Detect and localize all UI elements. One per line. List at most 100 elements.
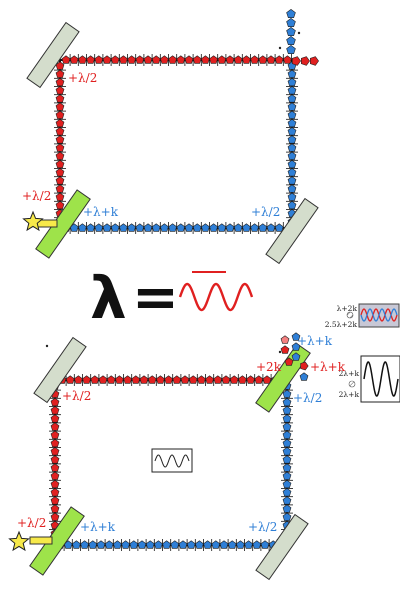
blue-photon-icon — [287, 45, 296, 53]
red-photon-icon — [193, 56, 201, 64]
blue-photon-icon — [130, 541, 138, 549]
red-wave-icon — [180, 284, 252, 310]
red-photon-icon — [283, 56, 291, 64]
red-photon-icon — [185, 56, 193, 64]
blue-photon-icon — [234, 224, 242, 232]
blue-photon-icon — [228, 541, 236, 549]
blue-photon-icon — [283, 513, 291, 521]
blue-photon-icon — [138, 541, 146, 549]
blue-photon-icon — [242, 224, 250, 232]
red-photon-icon — [56, 201, 64, 209]
red-photon-icon — [230, 376, 238, 384]
lower-detector-spiral-icon — [349, 381, 355, 387]
blue-photon-icon — [288, 136, 296, 144]
blue-photon-icon — [122, 541, 130, 549]
red-photon-icon — [51, 464, 59, 472]
red-photon-icon — [292, 57, 300, 66]
blue-photon-icon — [287, 18, 296, 26]
blue-photon-icon — [288, 127, 296, 135]
blue-photon-icon — [152, 224, 160, 232]
red-photon-icon — [51, 406, 59, 414]
red-photon-icon — [128, 56, 136, 64]
red-photon-icon — [181, 376, 189, 384]
blue-photon-icon — [288, 185, 296, 193]
red-photon-icon — [56, 127, 64, 135]
bottom-source-red-label: +λ/2 — [17, 516, 46, 530]
red-photon-icon — [70, 56, 78, 64]
blue-photon-icon — [267, 224, 275, 232]
blue-photon-icon — [288, 201, 296, 209]
red-photon-icon — [51, 480, 59, 488]
red-photon-icon — [51, 488, 59, 496]
red-photon-icon — [51, 439, 59, 447]
red-photon-icon — [51, 472, 59, 480]
blue-photon-icon — [97, 541, 105, 549]
blue-photon-icon — [154, 541, 162, 549]
red-photon-icon — [140, 376, 148, 384]
blue-photon-icon — [113, 541, 121, 549]
blue-photon-icon — [220, 541, 228, 549]
blue-photon-icon — [195, 541, 203, 549]
blue-photon-icon — [226, 224, 234, 232]
red-photon-icon — [74, 376, 82, 384]
red-photon-icon — [56, 152, 64, 160]
blue-photon-icon — [275, 224, 283, 232]
output-blue-right-label: +λ/2 — [293, 391, 322, 405]
blue-photon-icon — [95, 224, 103, 232]
blue-photon-icon — [261, 541, 269, 549]
red-photon-icon — [56, 193, 64, 201]
red-photon-icon — [103, 56, 111, 64]
red-photon-icon — [242, 56, 250, 64]
blue-photon-icon — [201, 224, 209, 232]
red-photon-icon — [238, 376, 246, 384]
upper-detector-line1: λ+2k — [337, 304, 358, 313]
blue-photon-icon — [146, 541, 154, 549]
red-photon-icon — [310, 57, 318, 66]
blue-photon-icon — [185, 224, 193, 232]
blue-photon-icon — [163, 541, 171, 549]
red-photon-icon — [165, 376, 173, 384]
red-photon-icon — [107, 376, 115, 384]
red-photon-icon — [214, 376, 222, 384]
blue-photon-icon — [281, 336, 289, 344]
red-photon-icon — [267, 56, 275, 64]
blue-photon-icon — [287, 36, 296, 44]
blue-photon-icon — [128, 224, 136, 232]
red-photon-icon — [173, 376, 181, 384]
red-photon-icon — [56, 144, 64, 152]
red-photon-icon — [218, 56, 226, 64]
bottom-bottom-blue-label: +λ+k — [80, 520, 116, 534]
red-photon-icon — [156, 376, 164, 384]
red-photon-icon — [95, 56, 103, 64]
red-photon-icon — [281, 346, 289, 354]
red-photon-icon — [226, 56, 234, 64]
red-photon-icon — [255, 376, 263, 384]
red-photon-icon — [99, 376, 107, 384]
red-photon-icon — [51, 415, 59, 423]
blue-photon-icon — [103, 224, 111, 232]
top-red-label: +λ/2 — [68, 71, 97, 85]
blue-photon-icon — [187, 541, 195, 549]
blue-photon-icon — [288, 152, 296, 160]
dot — [46, 345, 48, 347]
blue-photon-icon — [300, 373, 308, 381]
red-photon-icon — [197, 376, 205, 384]
blue-photon-icon — [105, 541, 113, 549]
top-right-blue-label: +λ/2 — [251, 205, 280, 219]
blue-photon-icon — [288, 78, 296, 86]
upper-detector-line2: 2.5λ+2k — [325, 320, 358, 329]
blue-photon-icon — [288, 193, 296, 201]
blue-photon-icon — [111, 224, 119, 232]
blue-photon-icon — [283, 439, 291, 447]
red-photon-icon — [160, 56, 168, 64]
blue-photon-icon — [288, 95, 296, 103]
red-photon-icon — [251, 56, 259, 64]
blue-photon-icon — [288, 160, 296, 168]
blue-photon-icon — [288, 86, 296, 94]
red-photon-icon — [169, 56, 177, 64]
blue-photon-icon — [210, 224, 218, 232]
blue-photon-icon — [89, 541, 97, 549]
blue-photon-icon — [212, 541, 220, 549]
red-photon-icon — [189, 376, 197, 384]
